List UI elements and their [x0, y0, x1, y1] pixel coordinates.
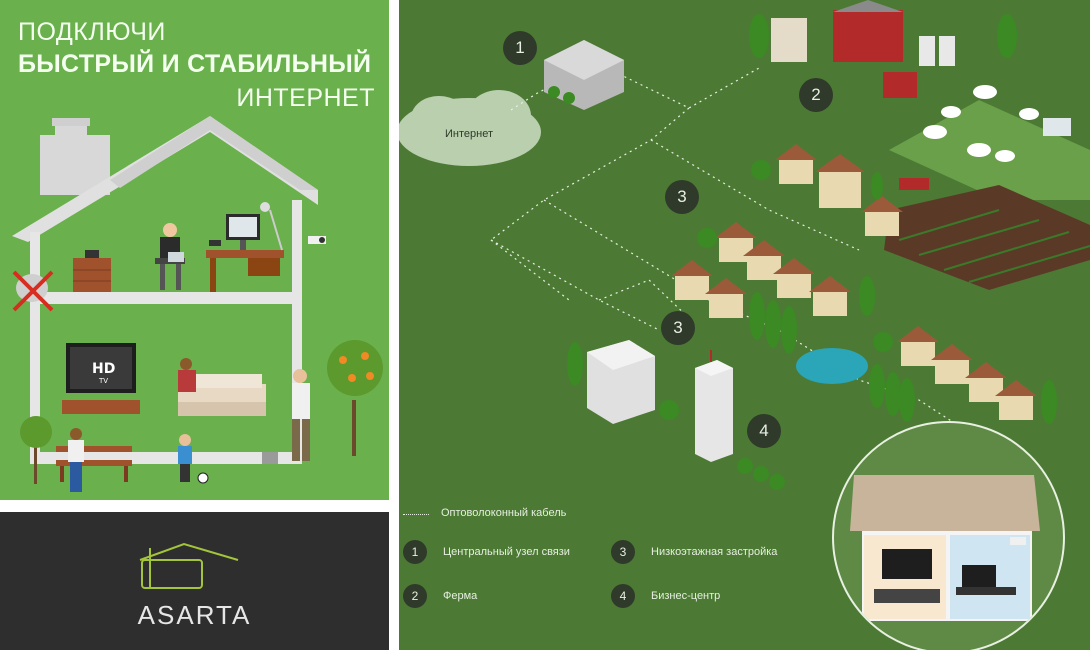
- orange-tree: [352, 400, 356, 456]
- legend: Оптоволоконный кабель 1 Центральный узел…: [399, 500, 819, 650]
- legend-num: 4: [611, 584, 635, 608]
- brand-name: ASARTA: [137, 600, 252, 630]
- legend-item-1: 1 Центральный узел связи: [403, 540, 570, 564]
- small-tree: [34, 440, 37, 484]
- pond: [796, 348, 868, 384]
- network-map: [399, 0, 1090, 490]
- trees: [567, 160, 1057, 490]
- hero-line-3: ИНТЕРНЕТ: [236, 84, 375, 112]
- bench: [56, 446, 132, 452]
- legend-num: 1: [403, 540, 427, 564]
- legend-label: Низкоэтажная застройка: [651, 546, 778, 558]
- router-icon: [209, 240, 221, 246]
- tractor: [899, 178, 929, 190]
- laptop-icon: [168, 252, 184, 262]
- hero-line-1: ПОДКЛЮЧИ: [18, 18, 166, 46]
- legend-item-2: 2 Ферма: [403, 584, 477, 608]
- detail-camera-icon: [1010, 537, 1026, 545]
- legend-label: Ферма: [443, 590, 478, 602]
- badge-business-center: 4: [747, 414, 781, 448]
- tv-sublabel: TV: [98, 377, 108, 385]
- legend-label: Центральный узел связи: [443, 546, 570, 558]
- desk: [206, 250, 284, 258]
- person-bench: [70, 428, 82, 440]
- house-wall-left: [30, 232, 40, 462]
- ball-icon: [197, 472, 209, 484]
- detail-roof: [850, 475, 1040, 531]
- cable-line-icon: [403, 514, 429, 515]
- silo: [919, 36, 935, 66]
- floor-divider: [30, 292, 302, 304]
- red-barn: [833, 10, 903, 62]
- badge-low-rise-2: 3: [661, 311, 695, 345]
- house-illustration: HD TV: [12, 116, 383, 492]
- house-wall-right: [292, 200, 302, 462]
- tv-label: HD: [92, 361, 115, 377]
- business-center-tower: [695, 360, 733, 462]
- legend-item-3: 3 Низкоэтажная застройка: [611, 540, 777, 564]
- map-panel: 1 2 3 3 4 Интернет Оптоволоконный кабель…: [399, 0, 1090, 650]
- person-laptop: [163, 223, 177, 237]
- tv-stand: [62, 400, 140, 414]
- asarta-logo: [139, 542, 239, 589]
- badge-low-rise-1: 3: [665, 180, 699, 214]
- zoom-circle: [832, 421, 1065, 650]
- brand-panel: [0, 512, 389, 650]
- legend-num: 2: [403, 584, 427, 608]
- legend-num: 3: [611, 540, 635, 564]
- internet-label: Интернет: [445, 128, 493, 140]
- person-boy: [179, 434, 191, 446]
- badge-central-node: 1: [503, 31, 537, 65]
- phone-icon: [85, 250, 99, 258]
- cows: [923, 85, 1039, 162]
- badge-farm: 2: [799, 78, 833, 112]
- hero-panel: ПОДКЛЮЧИ БЫСТРЫЙ И СТАБИЛЬНЫЙ ИНТЕРНЕТ: [0, 0, 389, 500]
- cabinet: [73, 258, 111, 292]
- person-sofa: [180, 358, 192, 370]
- detail-monitor-icon: [962, 565, 996, 587]
- legend-cable-label: Оптоволоконный кабель: [441, 507, 567, 519]
- houses: [671, 144, 1037, 420]
- hero-line-2: БЫСТРЫЙ И СТАБИЛЬНЫЙ: [18, 50, 372, 78]
- sofa: [178, 384, 266, 404]
- camera-icon: [308, 236, 326, 244]
- farmhouse: [771, 18, 807, 62]
- detail-tv-icon: [882, 549, 932, 579]
- person-phone: [293, 369, 307, 383]
- plowed-field: [884, 185, 1090, 290]
- watering-can-icon: [262, 452, 278, 464]
- house-interior-detail: [850, 475, 1040, 621]
- legend-item-4: 4 Бизнес-центр: [611, 584, 720, 608]
- water-trough: [1043, 118, 1071, 136]
- legend-label: Бизнес-центр: [651, 590, 721, 602]
